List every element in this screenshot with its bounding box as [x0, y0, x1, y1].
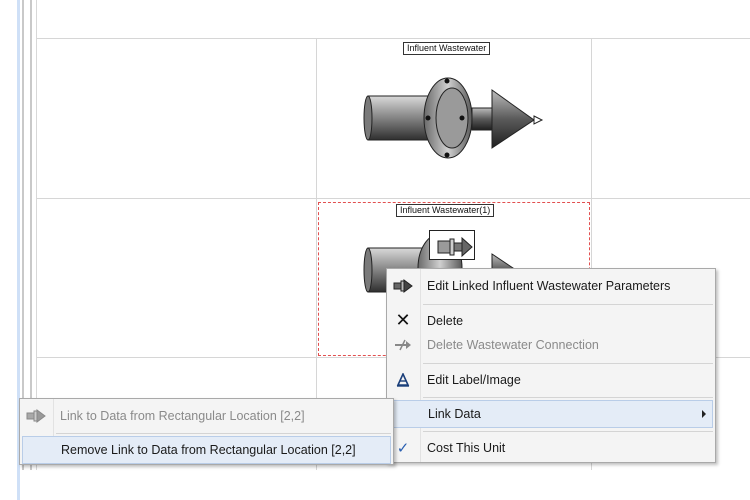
grid-line-col-2 — [591, 38, 592, 470]
linked-data-badge[interactable] — [429, 230, 475, 260]
connection-delete-icon — [393, 335, 413, 355]
link-arrow-icon — [393, 276, 413, 296]
splitter-left[interactable] — [22, 0, 24, 470]
left-accent-bar — [17, 0, 20, 500]
menu-separator — [423, 431, 713, 432]
menu-item-label: Remove Link to Data from Rectangular Loc… — [61, 443, 356, 457]
unit-label: Influent Wastewater — [403, 42, 491, 55]
grid-line-col-1 — [316, 38, 317, 470]
link-data-submenu[interactable]: Link to Data from Rectangular Location [… — [19, 398, 394, 465]
edit-label-icon — [393, 370, 413, 390]
splitter-middle[interactable] — [30, 0, 32, 470]
menu-item-link-data[interactable]: Link Data — [389, 400, 713, 428]
context-menu[interactable]: Edit Linked Influent Wastewater Paramete… — [386, 268, 716, 463]
link-arrow-icon — [437, 236, 473, 258]
link-arrow-icon — [26, 406, 46, 426]
menu-item-label: Delete — [427, 314, 464, 328]
left-panel-edge — [0, 0, 20, 500]
influent-pipe-icon — [363, 77, 544, 159]
close-icon: ✕ — [395, 310, 411, 331]
grid-line-row-2 — [37, 198, 750, 199]
grid-line-row-1 — [37, 38, 750, 39]
menu-separator — [56, 433, 391, 434]
menu-separator — [423, 397, 713, 398]
menu-item-label: Link to Data from Rectangular Location [… — [60, 409, 305, 423]
unit-label: Influent Wastewater(1) — [396, 204, 495, 217]
menu-item-delete-wastewater-connection[interactable]: Delete Wastewater Connection — [387, 331, 715, 359]
splitter-right — [36, 0, 37, 470]
menu-item-label: Edit Label/Image — [427, 373, 521, 387]
menu-item-remove-link-to-data[interactable]: Remove Link to Data from Rectangular Loc… — [22, 436, 391, 464]
checkmark-icon: ✓ — [396, 439, 410, 457]
menu-separator — [423, 363, 713, 364]
menu-item-label: Edit Linked Influent Wastewater Paramete… — [427, 279, 671, 293]
influent-wastewater-unit[interactable]: Influent Wastewater — [316, 38, 591, 198]
menu-item-label: Link Data — [428, 407, 481, 421]
menu-item-cost-this-unit[interactable]: ✓ Cost This Unit — [387, 434, 715, 462]
menu-item-label: Delete Wastewater Connection — [427, 338, 599, 352]
menu-item-delete[interactable]: ✕ Delete — [387, 307, 715, 335]
menu-separator — [423, 304, 713, 305]
menu-item-label: Cost This Unit — [427, 441, 506, 455]
submenu-arrow-icon — [702, 410, 706, 418]
menu-item-edit-label-image[interactable]: Edit Label/Image — [387, 366, 715, 394]
menu-item-link-to-data[interactable]: Link to Data from Rectangular Location [… — [20, 402, 393, 430]
menu-item-edit-linked-parameters[interactable]: Edit Linked Influent Wastewater Paramete… — [387, 272, 715, 300]
